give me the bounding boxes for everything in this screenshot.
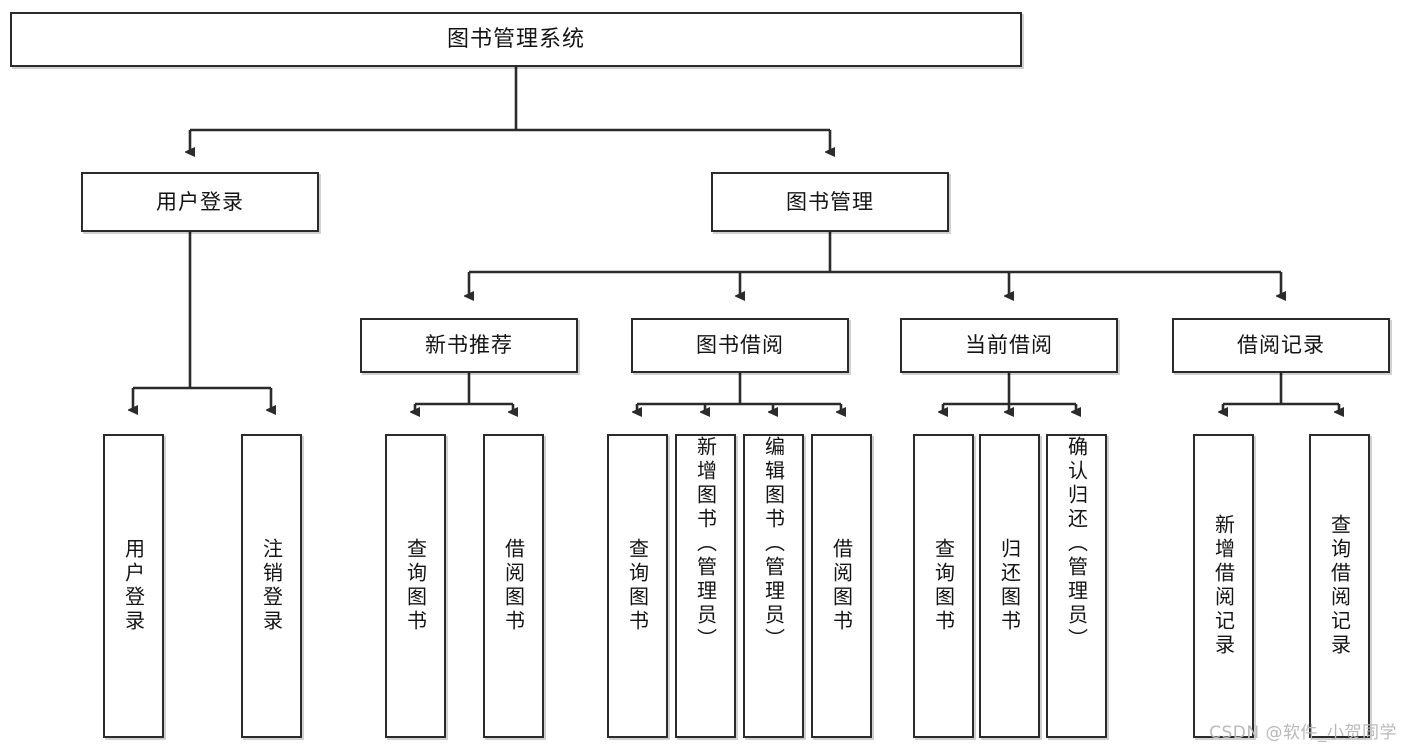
node-leaf-query-book[interactable]: 查询图书: [607, 434, 668, 738]
node-current-borrow-label: 当前借阅: [965, 333, 1053, 358]
node-leaf-edit-book-admin[interactable]: 编辑图书（管理员）: [743, 434, 804, 738]
node-leaf-confirm-return-admin[interactable]: 确认归还（管理员）: [1046, 434, 1107, 738]
node-borrow-record[interactable]: 借阅记录: [1172, 318, 1390, 373]
node-leaf-logout[interactable]: 注销登录: [241, 434, 302, 738]
node-book-borrow[interactable]: 图书借阅: [631, 318, 849, 373]
node-leaf-query-borrow-record[interactable]: 查询借阅记录: [1309, 434, 1370, 738]
node-borrow-record-label: 借阅记录: [1237, 333, 1325, 358]
node-leaf-query-borrow-record-label: 查询借阅记录: [1327, 514, 1352, 658]
node-book-management[interactable]: 图书管理: [711, 172, 949, 232]
node-leaf-query-book-current[interactable]: 查询图书: [913, 434, 974, 738]
node-leaf-borrow-book-label: 借阅图书: [829, 538, 854, 634]
node-leaf-return-book[interactable]: 归还图书: [979, 434, 1040, 738]
node-leaf-borrow-book-recommend[interactable]: 借阅图书: [483, 434, 544, 738]
node-leaf-borrow-book[interactable]: 借阅图书: [811, 434, 872, 738]
node-user-login-label: 用户登录: [156, 189, 244, 214]
node-leaf-add-book-admin[interactable]: 新增图书（管理员）: [675, 434, 736, 738]
node-book-management-label: 图书管理: [786, 189, 874, 214]
node-leaf-logout-label: 注销登录: [259, 538, 284, 634]
node-leaf-add-borrow-record[interactable]: 新增借阅记录: [1193, 434, 1254, 738]
node-leaf-user-login-label: 用户登录: [121, 538, 146, 634]
node-leaf-query-book-recommend[interactable]: 查询图书: [385, 434, 446, 738]
node-leaf-user-login[interactable]: 用户登录: [103, 434, 164, 738]
node-leaf-add-borrow-record-label: 新增借阅记录: [1211, 514, 1236, 658]
node-leaf-query-book-current-label: 查询图书: [931, 538, 956, 634]
node-new-book-recommend-label: 新书推荐: [425, 333, 513, 358]
node-root-label: 图书管理系统: [446, 26, 585, 52]
watermark: CSDN @软件_小贺同学: [1209, 723, 1397, 743]
node-leaf-query-book-recommend-label: 查询图书: [403, 538, 428, 634]
node-new-book-recommend[interactable]: 新书推荐: [360, 318, 578, 373]
node-user-login[interactable]: 用户登录: [81, 172, 319, 232]
node-leaf-borrow-book-recommend-label: 借阅图书: [501, 538, 526, 634]
node-current-borrow[interactable]: 当前借阅: [900, 318, 1118, 373]
node-leaf-confirm-return-admin-label: 确认归还（管理员）: [1064, 436, 1089, 652]
node-leaf-return-book-label: 归还图书: [997, 538, 1022, 634]
node-book-borrow-label: 图书借阅: [696, 333, 784, 358]
node-leaf-add-book-admin-label: 新增图书（管理员）: [693, 436, 718, 652]
node-root[interactable]: 图书管理系统: [10, 12, 1022, 67]
node-leaf-query-book-label: 查询图书: [625, 538, 650, 634]
node-leaf-edit-book-admin-label: 编辑图书（管理员）: [761, 436, 786, 652]
